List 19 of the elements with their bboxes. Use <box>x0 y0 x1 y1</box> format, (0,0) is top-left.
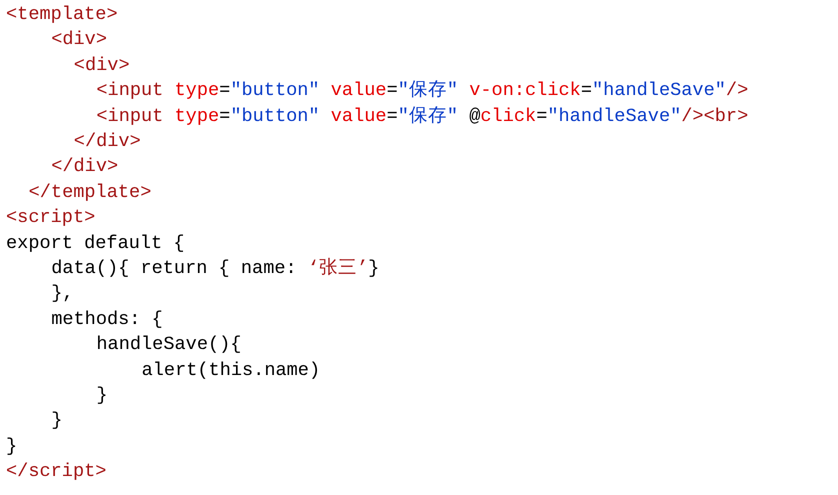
code-line: export default { <box>6 232 185 255</box>
code-line: </script> <box>6 461 106 484</box>
code-line: <div> <box>74 54 130 77</box>
code-line: <input type="button" value="保存" v-on:click="handleSave"/> <box>96 80 748 102</box>
code-line: data(){ return { name: ‘张三’} <box>51 258 380 280</box>
code-line: methods: { <box>51 308 163 331</box>
code-line: </div> <box>74 131 141 153</box>
code-line: } <box>6 436 18 458</box>
code-line: } <box>51 410 62 432</box>
code-line: <div> <box>51 29 107 52</box>
code-line: <template> <box>6 4 118 26</box>
code-line: } <box>96 385 108 407</box>
code-line: handleSave(){ <box>96 334 242 356</box>
code-line: </div> <box>51 156 118 178</box>
code-line: </template> <box>28 182 152 204</box>
code-line: <script> <box>6 207 96 230</box>
code-line: <input type="button" value="保存" @click="handleSave"/><br> <box>96 106 748 128</box>
code-line: }, <box>51 283 74 306</box>
code-line: alert(this.name) <box>142 360 320 382</box>
